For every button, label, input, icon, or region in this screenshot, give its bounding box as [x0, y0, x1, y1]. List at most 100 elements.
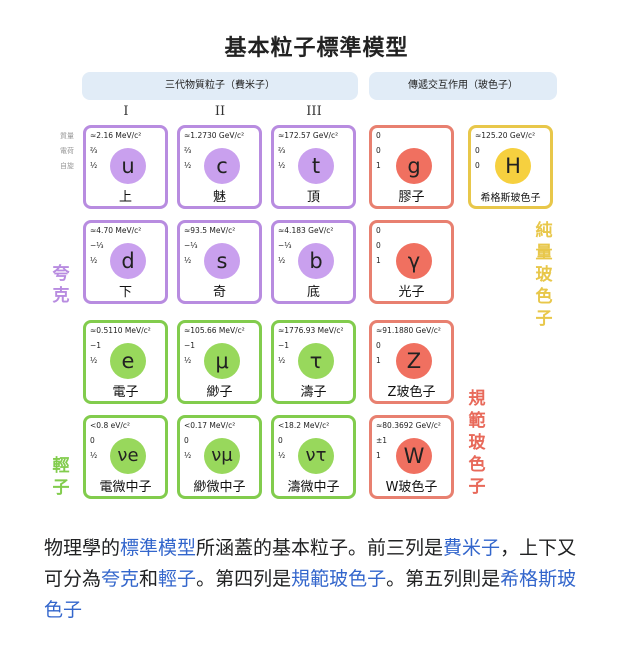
quarks-label-char: 克	[52, 286, 70, 306]
generation-2-label: II	[214, 104, 226, 119]
caption-text: ，上下又可分為	[44, 537, 577, 590]
charge-value: −1	[278, 341, 290, 350]
caption-text: 和	[139, 568, 159, 590]
particle-card-bottom[interactable]: ≈4.183 GeV/c² −⅓ ½ b 底	[271, 220, 356, 304]
particle-card-strange[interactable]: ≈93.5 MeV/c² −⅓ ½ s 奇	[177, 220, 262, 304]
particle-symbol: b	[298, 243, 334, 279]
particle-name: 奇	[212, 285, 226, 300]
spin-value: ½	[278, 256, 286, 265]
mass-value: ≈172.57 GeV/c²	[278, 131, 339, 140]
particle-name: 電微中子	[99, 480, 152, 495]
spin-value: 1	[376, 161, 381, 170]
quarks-side-label: 夸 克	[50, 263, 72, 307]
particle-name: 希格斯玻色子	[480, 193, 541, 204]
spin-value: ½	[90, 356, 98, 365]
quarks-label-char: 夸	[52, 264, 70, 284]
particle-symbol: g	[396, 148, 432, 184]
fermions-header: 三代物質粒子（費米子）	[82, 72, 358, 100]
spin-value: ½	[90, 161, 98, 170]
spin-value: ½	[184, 356, 192, 365]
spin-value: 1	[376, 256, 381, 265]
spin-value: ½	[184, 256, 192, 265]
particle-symbol: t	[298, 148, 334, 184]
particle-symbol: u	[110, 148, 146, 184]
link-fermion[interactable]: 費米子	[443, 537, 501, 559]
spin-value: 0	[475, 161, 480, 170]
particle-name: 膠子	[398, 190, 425, 205]
particle-symbol: ντ	[298, 438, 334, 474]
mass-value: <18.2 MeV/c²	[278, 421, 330, 430]
caption-text: 。第四列是	[196, 568, 292, 590]
scalar-label-char: 子	[535, 309, 553, 329]
link-quark[interactable]: 夸克	[101, 568, 140, 590]
charge-value: ⅔	[184, 146, 192, 155]
particle-symbol: e	[110, 343, 146, 379]
link-higgs-boson[interactable]: 希格斯玻色子	[44, 568, 577, 621]
particle-card-electron-neutrino[interactable]: <0.8 eV/c² 0 ½ νe 電微中子	[83, 415, 168, 499]
charge-value: ±1	[376, 436, 388, 445]
charge-value: 0	[376, 341, 381, 350]
row-label-charge: 電荷	[60, 147, 74, 155]
spin-value: ½	[184, 451, 192, 460]
particle-name: 濤子	[300, 385, 327, 400]
particle-name: 下	[118, 285, 132, 300]
particle-symbol: s	[204, 243, 240, 279]
charge-value: −1	[184, 341, 196, 350]
particle-name: Z玻色子	[387, 385, 436, 400]
gauge-bosons-side-label: 規 範 玻 色 子	[466, 388, 488, 498]
charge-value: 0	[376, 146, 381, 155]
particle-card-muon-neutrino[interactable]: <0.17 MeV/c² 0 ½ νμ 緲微中子	[177, 415, 262, 499]
particle-card-photon[interactable]: 0 0 1 γ 光子	[369, 220, 454, 304]
particle-symbol: νe	[110, 438, 146, 474]
row-label-mass: 質量	[60, 132, 74, 140]
link-gauge-boson[interactable]: 規範玻色子	[291, 568, 387, 590]
particle-symbol: νμ	[204, 438, 240, 474]
mass-value: ≈4.70 MeV/c²	[90, 226, 142, 235]
mass-value: <0.17 MeV/c²	[184, 421, 236, 430]
mass-value: ≈1.2730 GeV/c²	[184, 131, 245, 140]
particle-card-gluon[interactable]: 0 0 1 g 膠子	[369, 125, 454, 209]
particle-name: 光子	[398, 285, 425, 300]
charge-value: 0	[376, 241, 381, 250]
spin-value: ½	[184, 161, 192, 170]
gauge-label-char: 規	[468, 389, 486, 409]
particle-card-down[interactable]: ≈4.70 MeV/c² −⅓ ½ d 下	[83, 220, 168, 304]
particle-card-muon[interactable]: ≈105.66 MeV/c² −1 ½ μ 緲子	[177, 320, 262, 404]
caption-text: 所涵蓋的基本粒子。前三列是	[196, 537, 444, 559]
particle-card-w-boson[interactable]: ≈80.3692 GeV/c² ±1 1 W W玻色子	[369, 415, 454, 499]
leptons-label-char: 子	[52, 478, 70, 498]
mass-value: ≈0.5110 MeV/c²	[90, 326, 151, 335]
gauge-label-char: 子	[468, 477, 486, 497]
particle-name: 上	[118, 190, 132, 205]
particle-name: 緲子	[206, 385, 233, 400]
particle-card-electron[interactable]: ≈0.5110 MeV/c² −1 ½ e 電子	[83, 320, 168, 404]
particle-name: 魅	[212, 190, 226, 205]
mass-value: ≈105.66 MeV/c²	[184, 326, 245, 335]
leptons-side-label: 輕 子	[50, 455, 72, 499]
charge-value: −⅓	[90, 241, 104, 250]
link-lepton[interactable]: 輕子	[158, 568, 197, 590]
mass-value: ≈80.3692 GeV/c²	[376, 421, 441, 430]
link-standard-model[interactable]: 標準模型	[120, 537, 197, 559]
particle-name: 濤微中子	[287, 480, 340, 495]
charge-value: 0	[90, 436, 95, 445]
diagram-title: 基本粒子標準模型	[224, 36, 409, 61]
mass-value: ≈1776.93 MeV/c²	[278, 326, 344, 335]
particle-card-up[interactable]: ≈2.16 MeV/c² ⅔ ½ u 上	[83, 125, 168, 209]
particle-card-higgs[interactable]: ≈125.20 GeV/c² 0 0 H 希格斯玻色子	[468, 125, 553, 209]
particle-card-top[interactable]: ≈172.57 GeV/c² ⅔ ½ t 頂	[271, 125, 356, 209]
spin-value: ½	[278, 161, 286, 170]
particle-card-charm[interactable]: ≈1.2730 GeV/c² ⅔ ½ c 魅	[177, 125, 262, 209]
mass-value: 0	[376, 131, 381, 140]
mass-value: ≈93.5 MeV/c²	[184, 226, 236, 235]
particle-name: 頂	[306, 190, 320, 205]
spin-value: ½	[278, 356, 286, 365]
particle-card-tau-neutrino[interactable]: <18.2 MeV/c² 0 ½ ντ 濤微中子	[271, 415, 356, 499]
scalar-label-char: 色	[535, 287, 553, 307]
particle-card-tau[interactable]: ≈1776.93 MeV/c² −1 ½ τ 濤子	[271, 320, 356, 404]
interactions-header: 傳遞交互作用（玻色子）	[369, 72, 557, 100]
particle-card-z-boson[interactable]: ≈91.1880 GeV/c² 0 1 Z Z玻色子	[369, 320, 454, 404]
charge-value: 0	[278, 436, 283, 445]
mass-value: ≈4.183 GeV/c²	[278, 226, 334, 235]
charge-value: ⅔	[278, 146, 286, 155]
